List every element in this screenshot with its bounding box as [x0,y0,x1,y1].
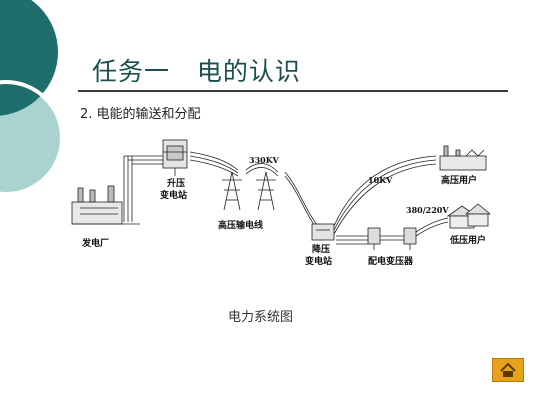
transmission-tower-icon-1 [222,171,242,211]
high-voltage-user-icon [439,145,487,171]
label-step-down-2: 变电站 [305,255,332,267]
home-nav-button[interactable] [492,358,524,382]
label-hv-line: 高压输电线 [218,219,263,231]
label-power-plant: 发电厂 [81,237,109,249]
diagram-caption: 电力系统图 [228,310,294,325]
label-step-up-2: 变电站 [160,189,187,201]
label-voltage-10: 10KV [368,175,393,185]
title-divider [78,90,508,92]
transmission-tower-icon-2 [256,171,276,211]
label-step-up-1: 升压 [167,177,185,189]
label-voltage-380: 380/220V [406,205,449,215]
page-title: 任务一 电的认识 [92,57,301,86]
low-voltage-user-icon [446,203,492,229]
label-voltage-330: 330KV [249,155,280,165]
label-lv-user: 低压用户 [449,234,486,246]
power-plant-icon [71,185,140,225]
step-down-substation-icon [311,223,335,241]
decor-circle-dark [0,0,58,116]
label-step-down-1: 降压 [312,243,330,255]
section-subtitle: 2. 电能的输送和分配 [80,107,201,122]
home-icon [500,362,516,377]
distribution-transformer-icon-1 [367,227,381,250]
label-hv-user: 高压用户 [441,174,477,186]
distribution-transformer-icon-2 [403,227,417,250]
label-dist-transformer: 配电变压器 [368,255,414,267]
decor-circle-white-ring [0,80,64,196]
step-up-substation-icon [162,139,188,176]
